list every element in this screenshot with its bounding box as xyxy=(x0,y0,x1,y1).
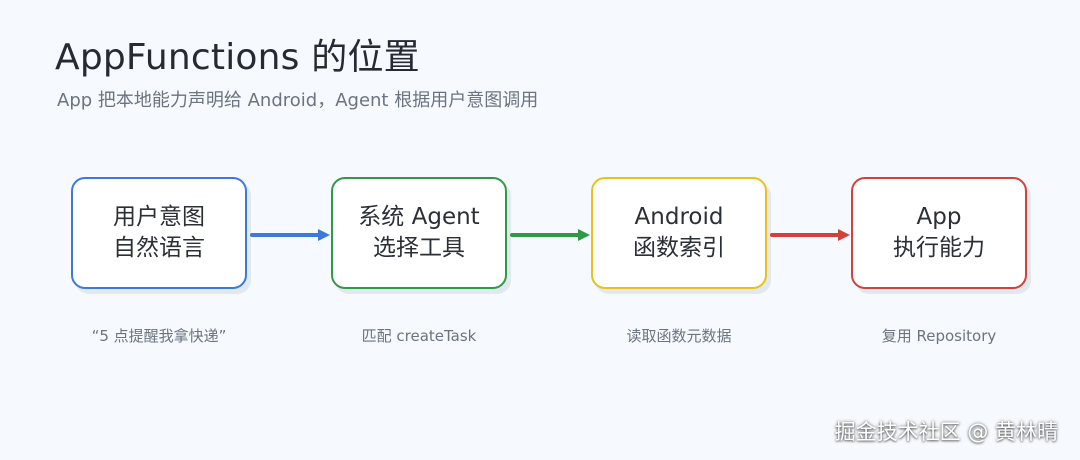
node-line1: App xyxy=(916,204,962,230)
node-line2: 执行能力 xyxy=(893,235,985,261)
arrow-head-icon xyxy=(578,229,590,241)
arrow-head-icon xyxy=(318,229,330,241)
node-app-execute: App 执行能力 xyxy=(851,177,1027,289)
watermark: 掘金技术社区 @ 黄林晴 xyxy=(834,420,1058,444)
node-line2: 选择工具 xyxy=(373,235,465,261)
page-subtitle: App 把本地能力声明给 Android，Agent 根据用户意图调用 xyxy=(57,90,539,111)
arrow-connector xyxy=(510,229,590,241)
node-caption: 匹配 createTask xyxy=(361,327,477,345)
arrow-connector xyxy=(250,229,330,241)
node-line1: 用户意图 xyxy=(113,204,205,230)
node-line1: 系统 Agent xyxy=(358,204,480,230)
arrow-line xyxy=(250,233,320,237)
arrow-connector xyxy=(770,229,850,241)
node-caption: 读取函数元数据 xyxy=(626,327,732,345)
node-android-index: Android 函数索引 xyxy=(591,177,767,289)
node-system-agent: 系统 Agent 选择工具 xyxy=(331,177,507,289)
node-user-intent: 用户意图 自然语言 xyxy=(71,177,247,289)
page-title: AppFunctions 的位置 xyxy=(55,37,420,78)
arrow-head-icon xyxy=(838,229,850,241)
arrow-line xyxy=(770,233,840,237)
node-line1: Android xyxy=(634,204,724,230)
node-line2: 函数索引 xyxy=(633,235,725,261)
arrow-line xyxy=(510,233,580,237)
node-caption: 复用 Repository xyxy=(881,327,997,345)
node-line2: 自然语言 xyxy=(113,235,205,261)
node-caption: “5 点提醒我拿快递” xyxy=(91,327,227,345)
